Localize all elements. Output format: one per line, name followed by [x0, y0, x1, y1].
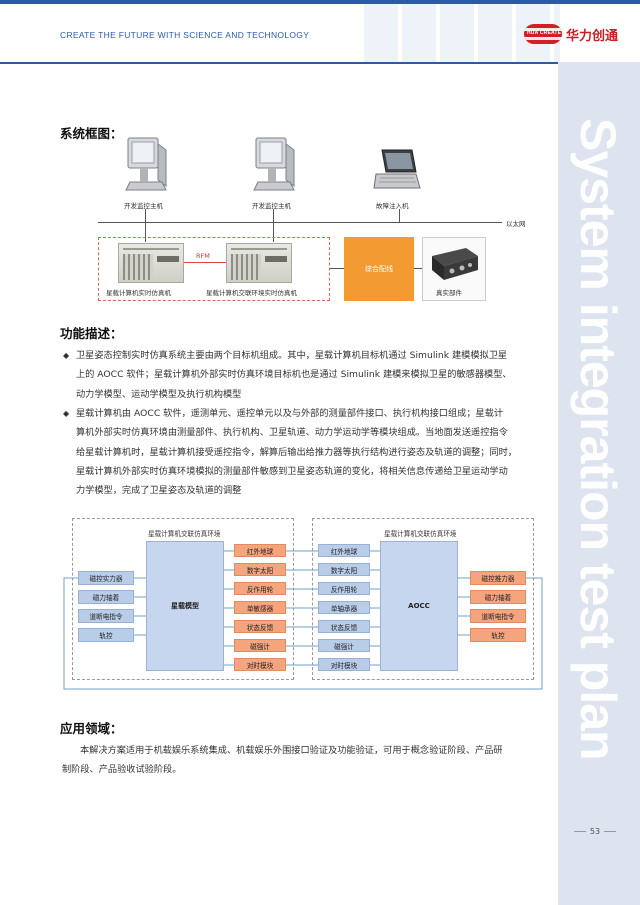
- right-outer-block: 轨控: [470, 628, 526, 642]
- left-outer-block: 磁力轴着: [78, 590, 134, 604]
- connector-line: [273, 222, 274, 242]
- company-logo: HUA CREATE 华力创通: [524, 24, 618, 44]
- header-slogan: CREATE THE FUTURE WITH SCIENCE AND TECHN…: [60, 30, 310, 40]
- monitor-icon: [253, 137, 295, 191]
- logo-mark-text: HUA CREATE: [527, 30, 562, 36]
- left-outer-block: 道断电指令: [78, 609, 134, 623]
- page-header: CREATE THE FUTURE WITH SCIENCE AND TECHN…: [0, 0, 640, 64]
- right-outer-block: 磁力轴着: [470, 590, 526, 604]
- left-inner-block: 状态反馈: [234, 620, 286, 633]
- text-line: 卫星姿态控制实时仿真系统主要由两个目标机组成。其中，星载计算机目标机通过 Sim…: [76, 350, 508, 361]
- vertical-title: System integration test plan: [570, 118, 626, 760]
- left-inner-block: 磁强计: [234, 639, 286, 652]
- text-line: 星载计算机外部实时仿真环境模拟的测量部件敏感到卫星姿态轨道的变化，将相关信息传递…: [76, 465, 508, 477]
- bullet-paragraph-2: ◆ 星载计算机由 AOCC 软件，遥测单元、遥控单元以及与外部的测量部件接口、执…: [63, 404, 546, 500]
- rfm-label: RFM: [196, 252, 210, 260]
- logo-text: 华力创通: [566, 28, 619, 44]
- real-parts-label: 真实部件: [436, 289, 462, 297]
- laptop-icon: [373, 149, 421, 189]
- section-title-application: 应用领域：: [60, 721, 123, 736]
- host2-label: 开发监控主机: [252, 202, 291, 210]
- page-number: 53: [565, 827, 625, 836]
- rack2-label: 星载计算机交联环境实时仿真机: [206, 289, 297, 297]
- laptop-label: 故障注入机: [376, 202, 409, 210]
- rack1-label: 星载计算机实时仿真机: [106, 289, 171, 297]
- right-outer-block: 道断电指令: [470, 609, 526, 623]
- application-paragraph: 本解决方案适用于机载娱乐系统集成、机载娱乐外围接口验证及功能验证，可用于概念验证…: [62, 741, 542, 780]
- cabling-box: 综合配线: [344, 237, 414, 301]
- left-outer-block: 轨控: [78, 628, 134, 642]
- connector-arrows: [63, 550, 543, 690]
- right-outer-block: 磁控推力器: [470, 571, 526, 585]
- host1-label: 开发监控主机: [124, 202, 163, 210]
- right-core-block: AOCC: [380, 541, 458, 671]
- text-line: 上的 AOCC 软件；星载计算机外部实时仿真环境目标机也是通过 Simulink…: [76, 369, 512, 381]
- left-frame-title: 星载计算机交联仿真环境: [148, 530, 221, 538]
- text-line: 制阶段、产品验收试验阶段。: [62, 764, 182, 776]
- text-line: 动力学模型、运动学模型及执行机构模型: [76, 388, 242, 400]
- left-frame: [72, 518, 294, 680]
- connector-line: [330, 268, 344, 269]
- right-frame-title: 星载计算机交联仿真环境: [384, 530, 457, 538]
- bullet-paragraph-1: ◆ 卫星姿态控制实时仿真系统主要由两个目标机组成。其中，星载计算机目标机通过 S…: [63, 346, 546, 404]
- right-inner-block: 红外地球: [318, 544, 370, 557]
- diamond-bullet-icon: ◆: [63, 409, 70, 418]
- left-outer-block: 磁控实力器: [78, 571, 134, 585]
- text-line: 力学模型，完成了卫星姿态及轨道的调整: [76, 485, 242, 497]
- rfm-link-line: [184, 262, 226, 263]
- monitor-icon: [125, 137, 167, 191]
- section-title-function: 功能描述：: [60, 326, 123, 341]
- left-inner-block: 数字太阳: [234, 563, 286, 576]
- left-inner-block: 红外地球: [234, 544, 286, 557]
- left-inner-block: 对时模块: [234, 658, 286, 671]
- right-frame: [312, 518, 534, 680]
- right-inner-block: 单轴承器: [318, 601, 370, 614]
- text-line: 给星载计算机时，星载计算机接受遥控指令，解算后输出给推力器等执行结构进行姿态及轨…: [76, 446, 517, 458]
- right-inner-block: 磁强计: [318, 639, 370, 652]
- logo-mark-icon: HUA CREATE: [524, 24, 562, 44]
- connector-line: [145, 209, 146, 222]
- ethernet-line: [98, 222, 502, 223]
- section-title-system-diagram: 系统框图：: [60, 126, 123, 141]
- rack-server-icon: [226, 243, 292, 283]
- hardware-unit-icon: [432, 248, 478, 280]
- left-core-block: 星载模型: [146, 541, 224, 671]
- text-line: 算机外部实时仿真环境由测量部件、执行机构、卫星轨道、动力学运动学等模块组成。当地…: [76, 427, 508, 439]
- text-line: 本解决方案适用于机载娱乐系统集成、机载娱乐外围接口验证及功能验证，可用于概念验证…: [80, 745, 503, 756]
- right-inner-block: 数字太阳: [318, 563, 370, 576]
- right-inner-block: 反作用轮: [318, 582, 370, 595]
- left-inner-block: 反作用轮: [234, 582, 286, 595]
- text-line: 星载计算机由 AOCC 软件，遥测单元、遥控单元以及与外部的测量部件接口、执行机…: [76, 408, 504, 419]
- rack-server-icon: [118, 243, 184, 283]
- connector-line: [414, 268, 422, 269]
- right-inner-block: 对时模块: [318, 658, 370, 671]
- diamond-bullet-icon: ◆: [63, 351, 70, 360]
- simulator-group: [98, 237, 330, 301]
- right-sidebar: [558, 62, 640, 905]
- ethernet-label: 以太网: [506, 220, 526, 228]
- right-inner-block: 状态反馈: [318, 620, 370, 633]
- left-inner-block: 单敏感器: [234, 601, 286, 614]
- connector-line: [399, 209, 400, 222]
- header-rule: [0, 62, 640, 64]
- header-top-stripe: [0, 0, 640, 4]
- connector-line: [273, 209, 274, 222]
- connector-line: [145, 222, 146, 242]
